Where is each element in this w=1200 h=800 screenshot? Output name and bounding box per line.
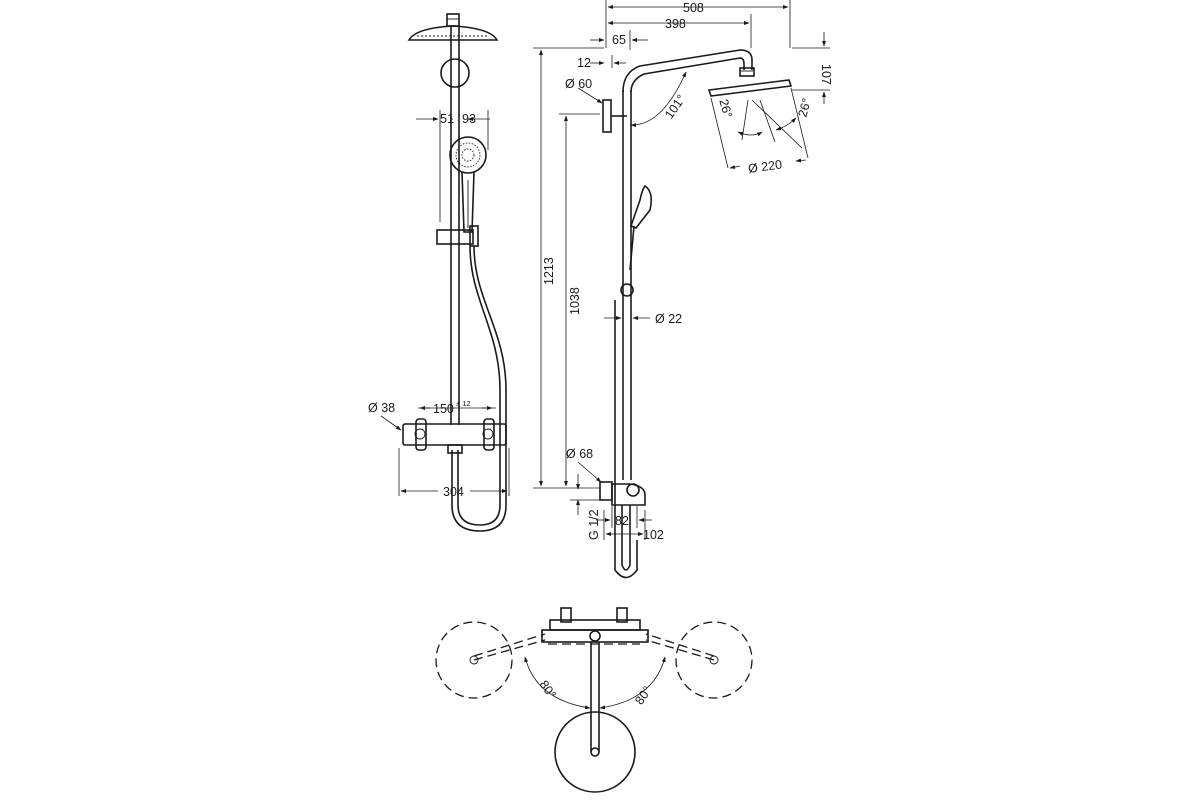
dim-tilt-left: 26°	[716, 98, 734, 120]
dim-mixer-width: 304	[443, 485, 464, 499]
front-view: 51 93 Ø 38 150 ± 12 304	[368, 13, 510, 532]
dim-total-height: 1213	[542, 257, 556, 285]
plan-thermostat-mixer	[541, 607, 649, 643]
side-dimensions: 508 398 65 12 Ø 60 101° 107	[533, 0, 833, 542]
dim-connection: G 1/2	[587, 509, 601, 540]
dim-head-dia: Ø 220	[747, 157, 783, 176]
side-shower-head	[707, 79, 793, 97]
dim-mixer-depth: 82	[615, 514, 629, 528]
side-thermostat-mixer	[599, 481, 646, 540]
dim-arm-angle: 101°	[662, 92, 688, 121]
dim-valve-dia: Ø 38	[368, 401, 395, 415]
front-hose	[457, 245, 501, 526]
dim-arm-width: 398	[665, 17, 686, 31]
dim-hand-dia: 93	[462, 112, 476, 126]
side-shower-arm	[622, 49, 753, 93]
front-thermostat-mixer	[402, 418, 507, 454]
side-view: 508 398 65 12 Ø 60 101° 107	[533, 0, 833, 579]
front-riser-pipe	[450, 26, 460, 425]
dim-offset-12: 12	[577, 56, 591, 70]
dim-mixer-rosette-dia: Ø 68	[566, 447, 593, 461]
dim-swivel-left: 80°	[537, 678, 559, 702]
dim-mixer-projection: 102	[643, 528, 664, 542]
front-hand-shower	[449, 136, 487, 233]
dim-top-width: 508	[683, 1, 704, 15]
dim-offset-65: 65	[612, 33, 626, 47]
dim-head-height: 107	[819, 64, 833, 85]
dim-swivel-right: 80°	[632, 684, 654, 708]
dim-rail-height: 1038	[568, 287, 582, 315]
side-hand-shower	[629, 184, 652, 271]
dim-rosette-dia: Ø 60	[565, 77, 592, 91]
dim-valve-spacing: 150	[433, 402, 454, 416]
dim-valve-spacing-tol: ± 12	[456, 399, 471, 408]
plan-view: 80° 80°	[435, 607, 753, 793]
dim-hand-offset: 51	[440, 112, 454, 126]
dim-pipe-dia: Ø 22	[655, 312, 682, 326]
dim-tilt-right: 26°	[796, 97, 814, 119]
front-overhead-shower	[407, 13, 499, 41]
side-hose	[621, 540, 631, 571]
front-dimensions: 51 93 Ø 38 150 ± 12 304	[368, 110, 510, 499]
